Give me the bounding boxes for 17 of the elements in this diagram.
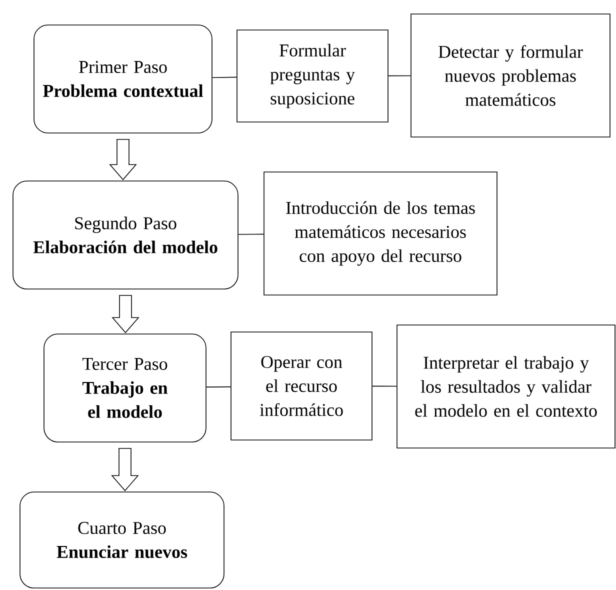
step-box: Tercer Paso Trabajo en el modelo <box>44 334 206 442</box>
connector-line <box>238 234 264 235</box>
connector-line <box>372 386 397 387</box>
connector-line <box>212 76 237 78</box>
text-box: Introducción de los temas matemáticos necesarios con apoyo del recurso <box>264 172 498 296</box>
connector-line <box>388 75 411 76</box>
block-arrow <box>109 139 137 180</box>
step-box: Segundo Paso Elaboración del modelo <box>12 180 238 290</box>
text-box: Formular preguntas y suposicione <box>236 30 388 122</box>
step-box: Cuarto Paso Enunciar nuevos <box>20 492 224 588</box>
block-arrow <box>112 295 140 334</box>
text-box: Detectar y formular nuevos problemas matemáticos <box>410 14 610 138</box>
step-box: Primer Paso Problema contextual <box>34 24 212 134</box>
block-arrow <box>111 448 139 492</box>
connector-line <box>206 386 231 388</box>
text-box: Operar con el recurso informático <box>230 332 372 440</box>
text-box: Interpretar el trabajo y los resultados y validar el modelo en el contexto <box>396 324 616 448</box>
